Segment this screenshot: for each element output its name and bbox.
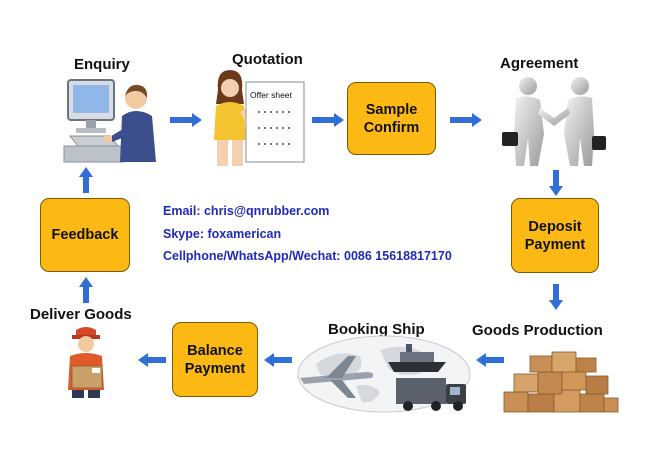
arrow-right-icon: [312, 113, 344, 127]
booking-ship-title: Booking Ship: [328, 321, 425, 338]
contact-email: Email: chris@qnrubber.com: [163, 204, 330, 218]
world-map-ship-plane-truck-icon: [297, 335, 471, 413]
deposit-payment-line1: Deposit: [528, 218, 582, 235]
enquiry-title: Enquiry: [74, 56, 130, 73]
arrow-up-icon: [79, 277, 93, 303]
deposit-payment-line2: Payment: [524, 236, 586, 253]
contact-skype: Skype: foxamerican: [163, 227, 282, 241]
arrow-down-icon: [549, 284, 563, 310]
arrow-right-icon: [170, 113, 202, 127]
arrow-left-icon: [138, 353, 166, 367]
balance-payment-line1: Balance: [187, 342, 243, 359]
plane-shape: [300, 356, 374, 398]
sample-confirm-line1: Sample: [365, 101, 418, 118]
agreement-title: Agreement: [500, 55, 579, 72]
arrow-down-icon: [549, 170, 563, 196]
woman-offer-sheet-icon: Offer sheet: [214, 70, 305, 166]
goods-production-title: Goods Production: [472, 322, 603, 339]
computer-user-icon: [63, 79, 156, 163]
arrow-right-icon: [450, 113, 482, 127]
quotation-title: Quotation: [232, 51, 303, 68]
arrow-left-icon: [476, 353, 504, 367]
truck-shape: [396, 378, 466, 411]
feedback-label: Feedback: [51, 227, 119, 243]
sample-confirm-line2: Confirm: [363, 119, 420, 136]
contact-phone: Cellphone/WhatsApp/Wechat: 0086 15618817…: [163, 249, 452, 263]
delivery-man-icon: [68, 327, 104, 398]
arrow-up-icon: [79, 167, 93, 193]
arrow-left-icon: [264, 353, 292, 367]
feedback-box: Feedback: [40, 198, 130, 272]
deliver-goods-title: Deliver Goods: [30, 306, 132, 323]
offer-sheet-label: Offer sheet: [250, 90, 293, 100]
cardboard-boxes-icon: [503, 351, 619, 413]
ship-shape: [388, 344, 446, 372]
balance-payment-line2: Payment: [184, 360, 246, 377]
handshake-icon: [502, 77, 606, 166]
